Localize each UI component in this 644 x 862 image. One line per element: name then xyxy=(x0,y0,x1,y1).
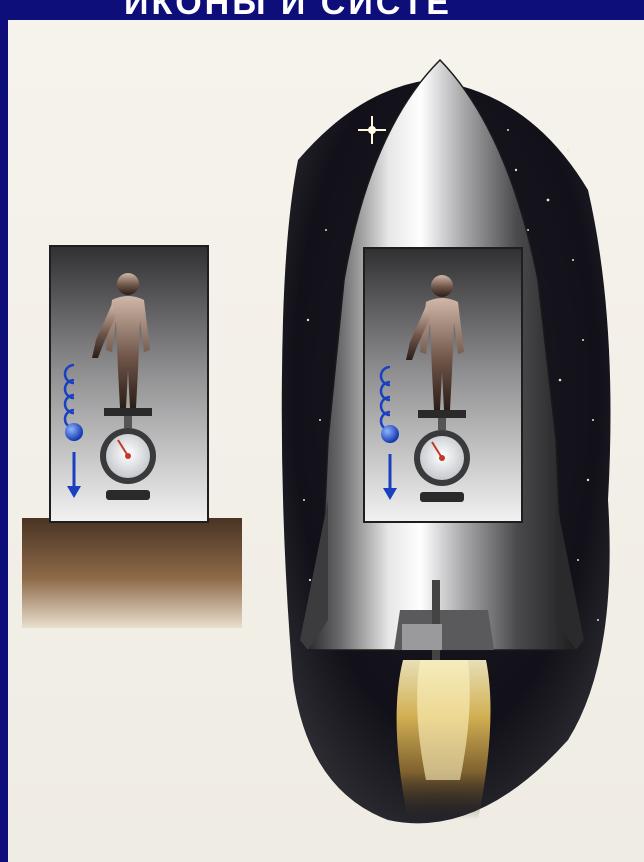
earth-scene xyxy=(22,246,242,628)
space-scene xyxy=(282,60,611,823)
title-strip: ИКОНЫ И СИСТЕ xyxy=(118,0,644,18)
illustration-panel xyxy=(8,20,644,862)
slide-title: ИКОНЫ И СИСТЕ xyxy=(124,0,452,18)
exhaust-flame-icon xyxy=(397,660,491,820)
illustration xyxy=(8,20,644,862)
ground xyxy=(22,518,242,628)
rocket-cabin xyxy=(364,248,522,522)
